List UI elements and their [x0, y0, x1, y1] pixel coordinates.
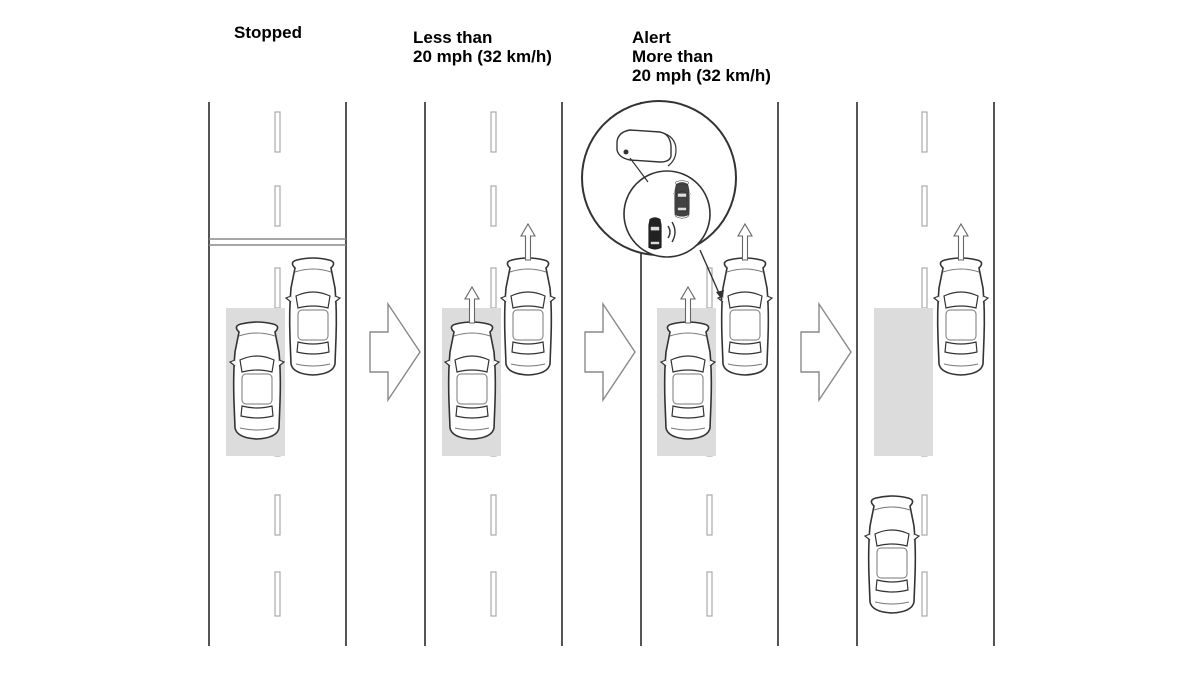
- own-car-direction-arrow: [737, 223, 753, 261]
- panel-3-caption: Alert More than 20 mph (32 km/h): [632, 28, 771, 85]
- panel-1-road: [208, 102, 347, 646]
- transition-arrow: [584, 303, 636, 401]
- panel-2-caption: Less than 20 mph (32 km/h): [413, 28, 552, 66]
- side-mirror-indicator-icon: [616, 129, 677, 167]
- sensor-wave-icon: [667, 221, 676, 243]
- mini-own-car-shade: [674, 182, 690, 217]
- alert-callout: [581, 100, 737, 258]
- own-car: [933, 257, 989, 376]
- own-car: [285, 257, 341, 376]
- transition-arrow: [369, 303, 421, 401]
- own-car: [500, 257, 556, 376]
- adjacent-car: [864, 495, 920, 614]
- own-car-direction-arrow: [953, 223, 969, 261]
- adjacent-car: [444, 321, 500, 440]
- adjacent-car: [229, 321, 285, 440]
- own-car-direction-arrow: [520, 223, 536, 261]
- panel-2-road: [424, 102, 563, 646]
- adjacent-car: [660, 321, 716, 440]
- detection-zone: [874, 308, 933, 456]
- stop-line: [209, 238, 346, 246]
- mini-adjacent-car: [648, 217, 662, 250]
- transition-arrow: [800, 303, 852, 401]
- own-car: [717, 257, 773, 376]
- panel-3-road: [581, 100, 779, 646]
- callout-pointer-head: [716, 290, 724, 300]
- panel-1-caption: Stopped: [234, 23, 302, 42]
- callout-inner-pointer: [629, 157, 649, 183]
- panel-4-road: [856, 102, 995, 646]
